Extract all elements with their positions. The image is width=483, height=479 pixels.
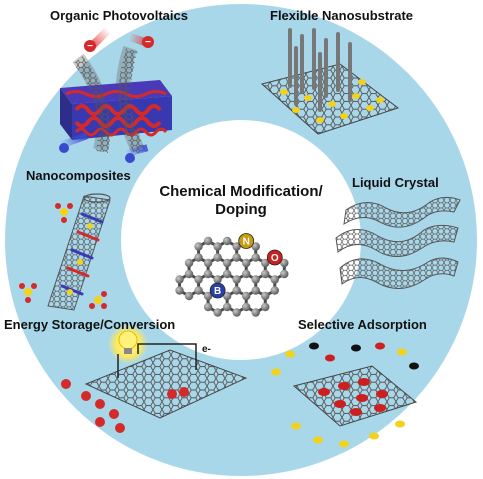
label-selective-adsorption: Selective Adsorption (298, 317, 427, 332)
label-flexible-nanosubstrate: Flexible Nanosubstrate (270, 8, 414, 23)
minus-sign: − (145, 37, 151, 48)
oxygen-atom-label: O (271, 253, 279, 264)
boron-atom (209, 282, 226, 299)
carbon-atom (222, 236, 232, 246)
sulfonate-group-icon (89, 291, 107, 309)
carbon-atom (184, 291, 194, 301)
carbon-atom (280, 258, 289, 268)
carbon-atom (251, 253, 260, 262)
carbon-atom (261, 302, 270, 312)
carbon-atom (232, 286, 241, 295)
polymer-blend-block (60, 80, 172, 140)
carbon-atom (251, 242, 260, 251)
carbon-atom (222, 302, 232, 312)
carbon-atom (194, 286, 203, 295)
carbon-atom (251, 275, 260, 284)
carbon-atom (213, 253, 222, 262)
label-energy-storage-conversion: Energy Storage/Conversion (4, 317, 176, 332)
center-title-line1: Chemical Modification/ (159, 183, 323, 200)
oxygen-atom (266, 249, 283, 266)
carbon-atom (203, 258, 213, 268)
carbon-atom (213, 242, 222, 251)
carbon-atom (270, 286, 279, 295)
label-nanocomposites: Nanocomposites (26, 168, 131, 183)
boron-atom-label: B (214, 286, 221, 297)
nitrogen-atom (238, 233, 255, 249)
carbon-atom (232, 275, 241, 284)
center-title-line2: Doping (215, 201, 267, 218)
carbon-atom (280, 269, 289, 279)
sulfonate-group-icon (19, 283, 37, 303)
carbon-atom (242, 291, 251, 301)
carbon-atom (242, 302, 251, 312)
carbon-atom (222, 258, 232, 268)
lithium-ion-icon (61, 379, 189, 433)
carbon-atom (261, 258, 270, 268)
carbon-atom (270, 275, 279, 284)
electron-charge-icon (142, 36, 154, 48)
carbon-atom (213, 308, 222, 317)
carbon-atom (232, 242, 241, 251)
carbon-atom (175, 275, 184, 284)
carbon-atom (232, 253, 241, 262)
carbon-atom (184, 258, 194, 268)
organic-photovoltaics-illustration: − − (58, 26, 172, 163)
free-molecule-icon (271, 342, 419, 448)
carbon-atom (194, 242, 203, 251)
liquid-crystal-illustration (335, 196, 461, 289)
electron-label: e- (202, 344, 211, 355)
label-organic-photovoltaics: Organic Photovoltaics (50, 8, 188, 23)
adsorbed-molecule-icon (318, 378, 388, 416)
carbon-atom (261, 269, 270, 279)
carbon-atom (194, 253, 203, 262)
carbon-atom (222, 291, 232, 301)
selective-adsorption-illustration (271, 342, 419, 448)
carbon-atom (251, 286, 260, 295)
energy-storage-illustration: e- (61, 324, 248, 433)
nanocomposites-illustration (19, 193, 111, 311)
carbon-atom (203, 236, 213, 246)
lightbulb-icon (118, 330, 138, 354)
label-liquid-crystal: Liquid Crystal (352, 175, 439, 190)
carbon-atom (194, 275, 203, 284)
carbon-atom (251, 308, 260, 317)
carbon-atom (242, 269, 251, 279)
carbon-atom (213, 275, 222, 284)
sulfonate-group-icon (55, 203, 73, 223)
carbon-atom (232, 308, 241, 317)
nitrogen-atom-label: N (243, 237, 250, 248)
carbon-atom (203, 291, 213, 301)
hole-charge-icon (59, 143, 69, 153)
carbon-atom (175, 286, 184, 295)
minus-sign: − (87, 41, 93, 52)
doped-graphene-molecule: N O B (175, 233, 289, 317)
carbon-atom (222, 269, 232, 279)
carbon-atom (203, 302, 213, 312)
hole-charge-icon (125, 153, 135, 163)
electron-charge-icon (84, 40, 96, 52)
carbon-atom (242, 258, 251, 268)
carbon-atom (203, 269, 213, 279)
flexible-nanosubstrate-illustration (260, 28, 400, 135)
carbon-atom (184, 269, 194, 279)
carbon-atom (261, 291, 270, 301)
